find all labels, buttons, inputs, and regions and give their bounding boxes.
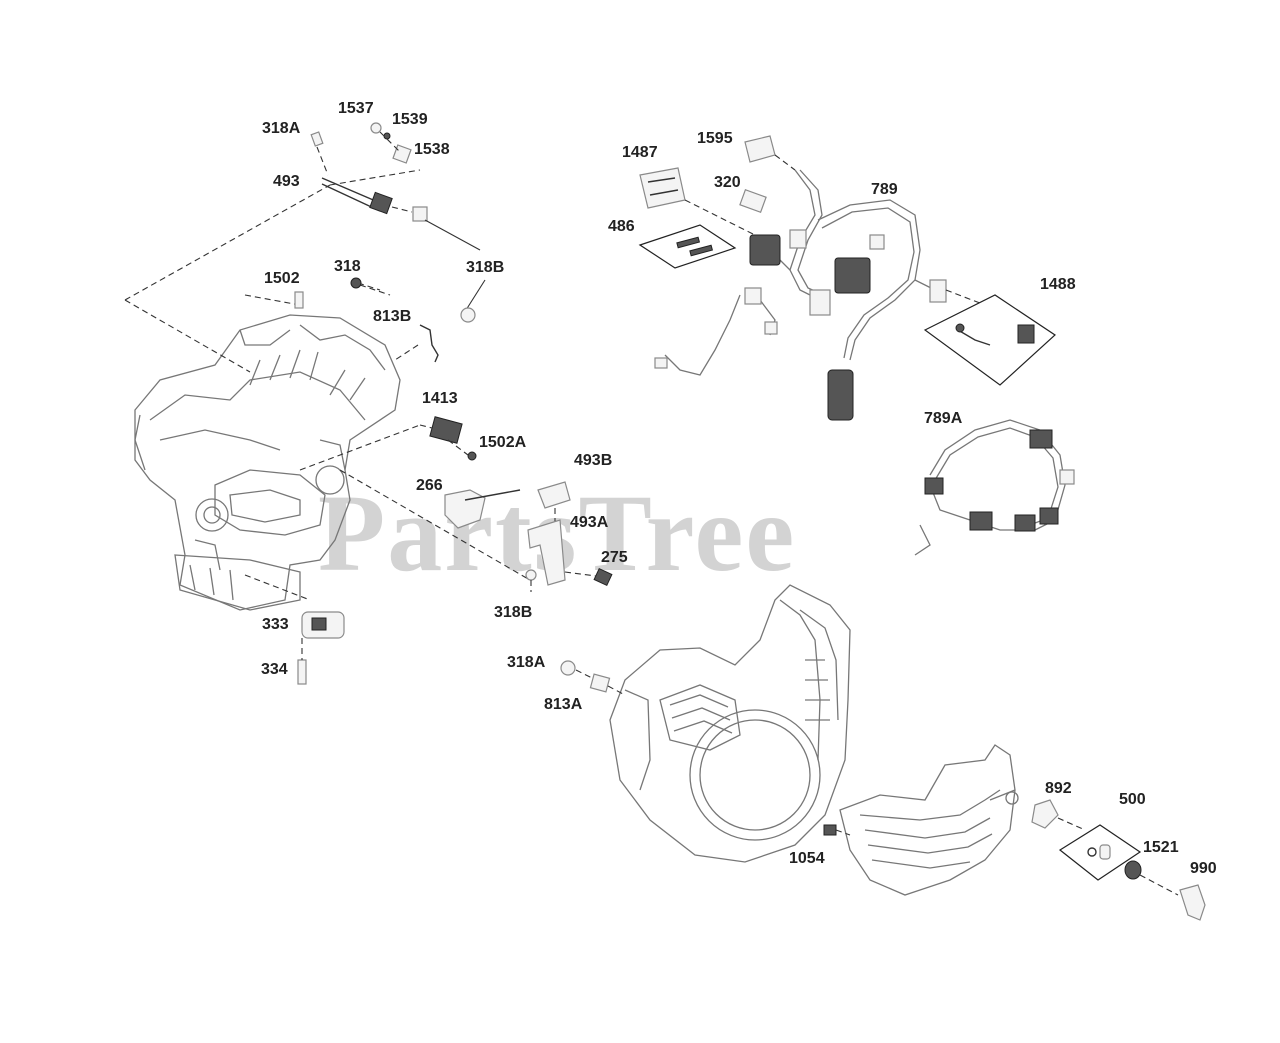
label-789[interactable]: 789 bbox=[871, 181, 898, 198]
label-333[interactable]: 333 bbox=[262, 616, 289, 633]
label-493A[interactable]: 493A bbox=[570, 514, 609, 531]
label-493B[interactable]: 493B bbox=[574, 452, 612, 469]
label-1537[interactable]: 1537 bbox=[338, 100, 374, 117]
label-1054[interactable]: 1054 bbox=[789, 850, 825, 867]
label-500[interactable]: 500 bbox=[1119, 791, 1146, 808]
label-892[interactable]: 892 bbox=[1045, 780, 1072, 797]
label-1595[interactable]: 1595 bbox=[697, 130, 733, 147]
label-266[interactable]: 266 bbox=[416, 477, 443, 494]
label-1502[interactable]: 1502 bbox=[264, 270, 300, 287]
label-1413[interactable]: 1413 bbox=[422, 390, 458, 407]
label-1487[interactable]: 1487 bbox=[622, 144, 658, 161]
engine-leader-lines bbox=[124, 169, 531, 601]
housing-fasteners bbox=[560, 660, 626, 696]
label-318A-mid[interactable]: 318A bbox=[507, 654, 546, 671]
label-318B-top[interactable]: 318B bbox=[466, 259, 504, 276]
label-1502A[interactable]: 1502A bbox=[479, 434, 527, 451]
part-labels: 318A 1537 1539 1538 493 318B 1502 318 81… bbox=[261, 100, 1217, 877]
linkage-parts bbox=[294, 122, 613, 685]
label-486[interactable]: 486 bbox=[608, 218, 635, 235]
label-320[interactable]: 320 bbox=[714, 174, 741, 191]
label-318A-top[interactable]: 318A bbox=[262, 120, 301, 137]
label-1538[interactable]: 1538 bbox=[414, 141, 450, 158]
harness-789A-drawing bbox=[914, 419, 1075, 556]
label-275[interactable]: 275 bbox=[601, 549, 628, 566]
label-1521[interactable]: 1521 bbox=[1143, 839, 1179, 856]
engine-block-drawing bbox=[134, 314, 401, 611]
label-789A[interactable]: 789A bbox=[924, 410, 963, 427]
blower-housing-drawing bbox=[609, 584, 851, 863]
wiring-harness-drawing bbox=[638, 135, 1056, 421]
label-1488[interactable]: 1488 bbox=[1040, 276, 1076, 293]
shroud-drawing bbox=[823, 744, 1206, 921]
label-813B[interactable]: 813B bbox=[373, 308, 411, 325]
label-334[interactable]: 334 bbox=[261, 661, 288, 678]
label-813A[interactable]: 813A bbox=[544, 696, 583, 713]
label-318[interactable]: 318 bbox=[334, 258, 361, 275]
label-990[interactable]: 990 bbox=[1190, 860, 1217, 877]
label-1539[interactable]: 1539 bbox=[392, 111, 428, 128]
label-318B-mid[interactable]: 318B bbox=[494, 604, 532, 621]
label-493[interactable]: 493 bbox=[273, 173, 300, 190]
